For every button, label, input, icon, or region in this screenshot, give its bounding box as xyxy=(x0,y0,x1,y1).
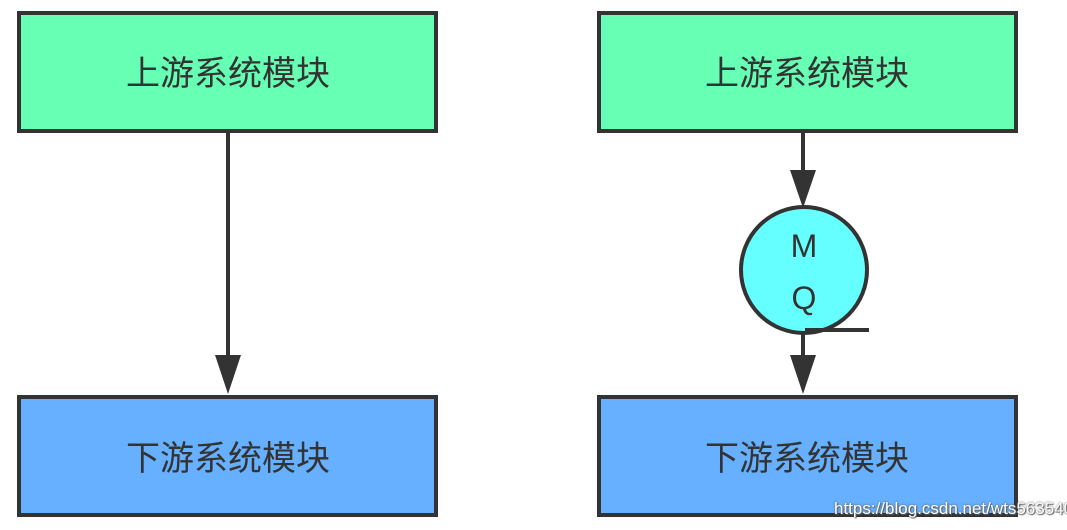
left-downstream-label: 下游系统模块 xyxy=(126,439,330,479)
left-upstream-box: 上游系统模块 xyxy=(17,11,438,133)
right-upstream-label: 上游系统模块 xyxy=(705,54,909,94)
right-downstream-label: 下游系统模块 xyxy=(705,439,909,479)
mq-label-m: M xyxy=(791,228,818,264)
watermark: https://blog.csdn.net/wts563540 xyxy=(834,499,1067,518)
right-downstream-box: 下游系统模块 xyxy=(597,395,1018,517)
mq-label-q: Q xyxy=(792,280,817,316)
left-arrow xyxy=(215,131,241,394)
arrow-upstream-to-mq xyxy=(790,131,816,208)
mq-node: M Q xyxy=(739,205,869,335)
arrow-mq-to-downstream xyxy=(790,333,816,394)
left-downstream-box: 下游系统模块 xyxy=(17,395,438,517)
right-upstream-box: 上游系统模块 xyxy=(597,11,1018,133)
left-upstream-label: 上游系统模块 xyxy=(126,54,330,94)
